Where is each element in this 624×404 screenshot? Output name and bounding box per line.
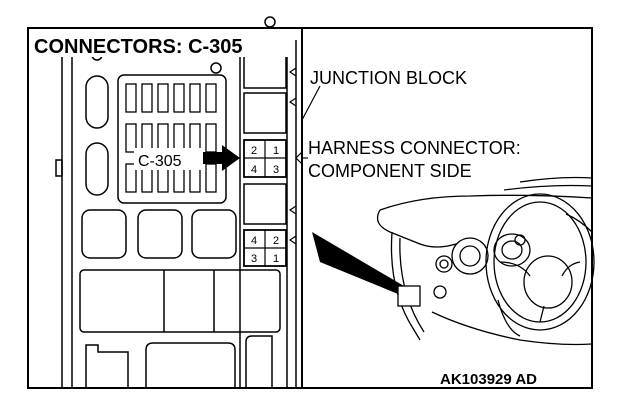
harness-connector: 4 2 3 1	[243, 229, 287, 267]
pin-label: 3	[273, 164, 279, 176]
pin-label: 1	[273, 253, 279, 265]
pin-label: 1	[273, 145, 279, 157]
pin-label: 2	[273, 235, 279, 247]
pin-label: 3	[251, 253, 257, 265]
c305-connector: 2 1 4 3	[243, 139, 287, 178]
harness-connector-label: HARNESS CONNECTOR:	[308, 138, 521, 158]
page-title: CONNECTORS: C-305	[34, 36, 243, 58]
reference-code: AK103929 AD	[440, 371, 537, 388]
pin-label: 4	[251, 235, 257, 247]
connector-arrow	[203, 145, 240, 171]
connector-tag-backing	[134, 148, 204, 170]
pin-label: 2	[251, 145, 257, 157]
dashboard-illustration	[376, 176, 595, 346]
title-backing	[32, 33, 290, 57]
junction-leader	[301, 85, 321, 121]
diagram-frame	[27, 27, 593, 389]
location-pointer	[312, 232, 404, 294]
pin-label: 4	[251, 164, 257, 176]
connector-tag: C-305	[138, 153, 182, 170]
component-side-label: COMPONENT SIDE	[308, 161, 472, 181]
edge-markers	[288, 67, 303, 245]
junction-block-label: JUNCTION BLOCK	[310, 68, 467, 88]
